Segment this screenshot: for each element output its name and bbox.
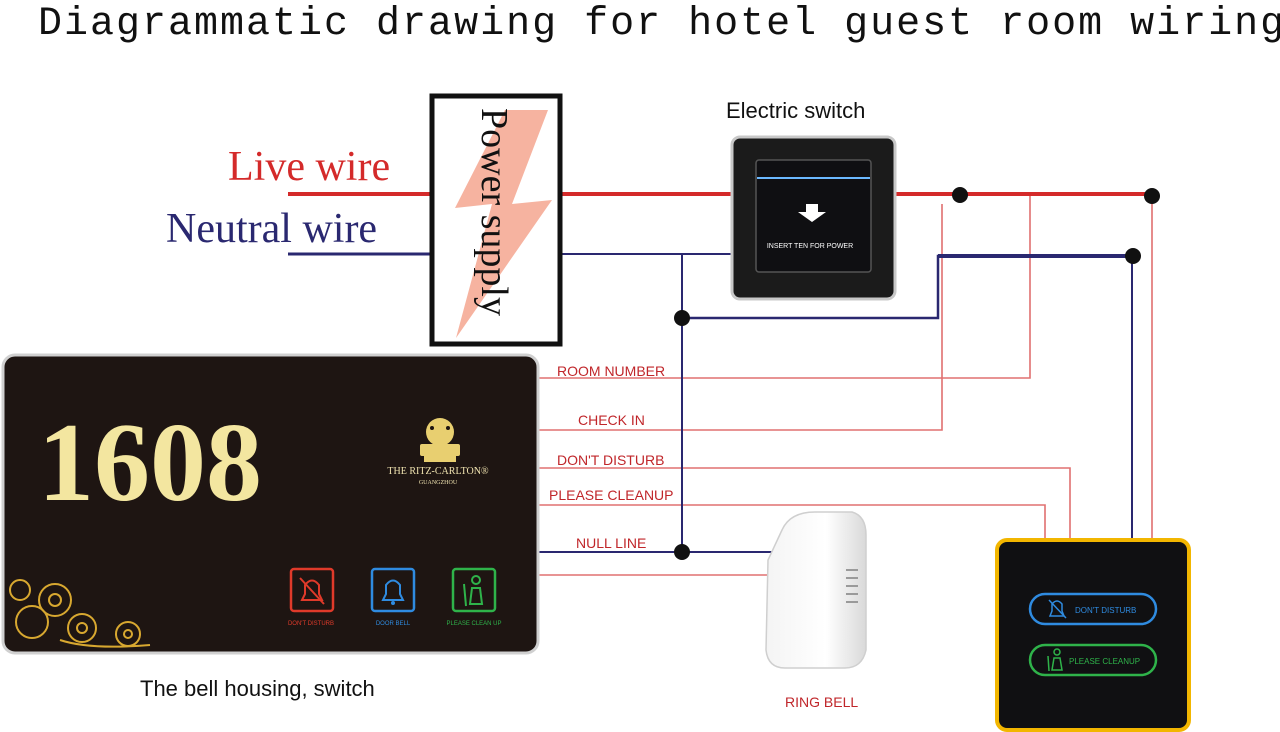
door-panel: 1608 THE RITZ-CARLTON® GUANGZHOU (1, 353, 540, 655)
power-supply: Power supply (429, 93, 563, 347)
signal-label-check-in: CHECK IN (578, 412, 645, 428)
indoor-panel: DON'T DISTURB PLEASE CLEANUP (995, 538, 1191, 732)
dont-disturb-button-label: DON'T DISTURB (288, 621, 334, 627)
indoor-please-cleanup-label: PLEASE CLEANUP (1069, 657, 1140, 666)
speaker-grille-icon (846, 569, 858, 603)
signal-label-room-number: ROOM NUMBER (557, 363, 665, 379)
junction-dot (952, 187, 968, 203)
neutral-wire-label: Neutral wire (166, 206, 377, 252)
check-in-line (538, 204, 943, 431)
door-panel-caption: The bell housing, switch (140, 676, 375, 701)
indoor-please-cleanup-button[interactable]: PLEASE CLEANUP (1028, 643, 1158, 677)
floral-decoration-icon (9, 579, 151, 648)
door-panel-plate (1, 353, 540, 655)
arrow-down-icon (798, 204, 826, 222)
please-cleanup-line (538, 504, 1046, 540)
indoor-dont-disturb-label: DON'T DISTURB (1075, 606, 1136, 615)
junctions (674, 187, 1160, 560)
brand-city: GUANGZHOU (419, 480, 458, 486)
slot-text: INSERT TEN FOR POWER (767, 243, 853, 250)
ring-bell (765, 511, 867, 669)
please-clean-up-button[interactable]: PLEASE CLEAN UP (446, 567, 502, 627)
cleaner-icon (471, 575, 481, 585)
indoor-panel-plate (995, 538, 1191, 732)
brand-name: THE RITZ-CARLTON® (387, 466, 489, 477)
electric-switch: Electric switch INSERT TEN FOR POWER (726, 98, 897, 301)
junction-dot (674, 544, 690, 560)
please-clean-up-button-label: PLEASE CLEAN UP (446, 621, 501, 627)
door-bell-button[interactable]: DOOR BELL (370, 567, 416, 627)
diagram-title: Diagrammatic drawing for hotel guest roo… (38, 2, 1280, 47)
junction-dot (1144, 188, 1160, 204)
lion-crest-icon (420, 418, 460, 462)
ring-bell-caption: RING BELL (785, 694, 858, 710)
room-number-display: 1608 (38, 401, 262, 525)
junction-dot (1125, 248, 1141, 264)
signal-label-please-cleanup: PLEASE CLEANUP (549, 487, 674, 503)
dont-disturb-line (538, 467, 1071, 540)
signal-label-null-line: NULL LINE (576, 535, 646, 551)
cleaner-icon (1053, 648, 1061, 656)
indoor-dont-disturb-button[interactable]: DON'T DISTURB (1028, 592, 1158, 626)
bell-icon (300, 579, 324, 601)
live-wire-label: Live wire (228, 144, 390, 190)
junction-dot (674, 310, 690, 326)
lightning-icon (455, 110, 552, 338)
ring-bell-body (765, 511, 867, 669)
neutral-wires (288, 252, 1133, 553)
door-bell-button-label: DOOR BELL (376, 621, 411, 627)
bell-icon (381, 579, 405, 601)
signal-label-dont-disturb: DON'T DISTURB (557, 452, 664, 468)
power-supply-label: Power supply (473, 108, 515, 316)
dont-disturb-button[interactable]: DON'T DISTURB (288, 567, 335, 627)
electric-switch-title: Electric switch (726, 98, 865, 123)
